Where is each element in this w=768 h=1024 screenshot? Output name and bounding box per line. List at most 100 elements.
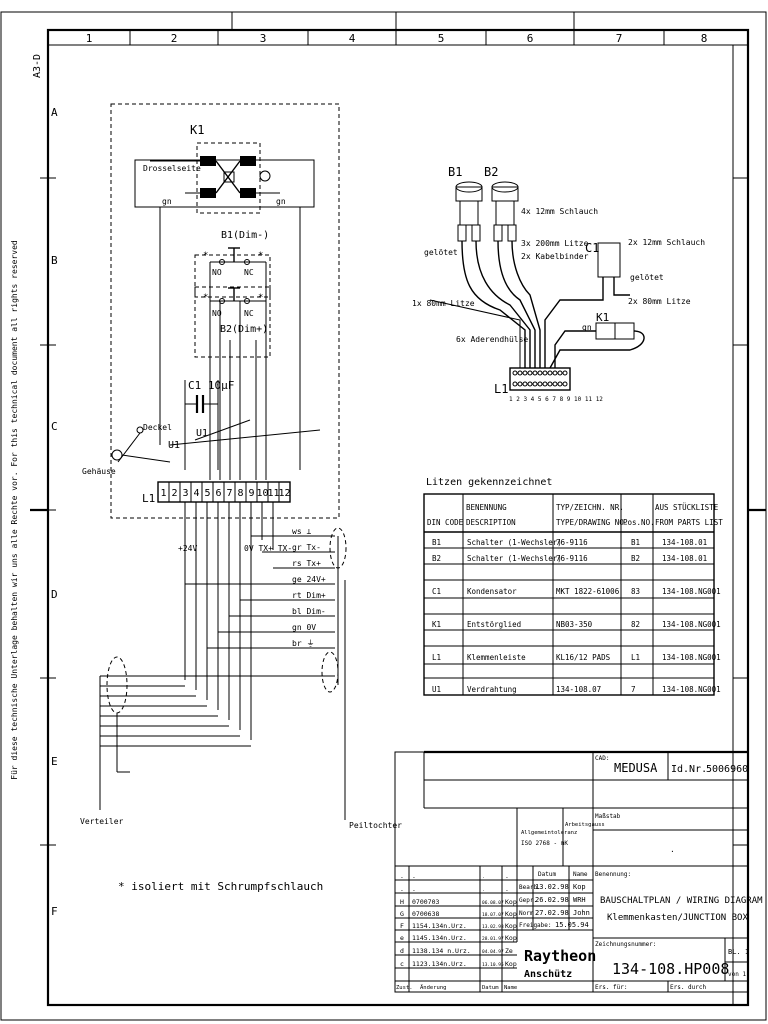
parts-cell-din: C1 — [432, 587, 441, 596]
parts-cell-pos: 7 — [631, 685, 636, 694]
wire-label: br ⏚ — [292, 639, 314, 648]
parts-table: Litzen gekennzeichnet DIN CODE BENENNUNG… — [423, 477, 723, 696]
parts-cell-type: 134-108.07 — [556, 685, 601, 694]
soldered-label: gelötet — [630, 273, 664, 282]
scale-value: . — [670, 845, 675, 854]
switch-b2-label: B2(Dim+) — [220, 324, 268, 335]
terminal-number: 3 — [182, 488, 188, 499]
terminal-number: 10 — [256, 488, 268, 499]
litze-label: 3x 200mm Litze — [521, 239, 589, 248]
row-label: B — [51, 254, 58, 267]
rev-datum-header: Datum — [482, 985, 499, 991]
norm-name: John — [573, 909, 590, 917]
wire-label: ws ⊥ — [292, 527, 311, 536]
freigabe-date: 15.05.94 — [555, 921, 589, 929]
header-typ: TYP/ZEICHN. NR. — [556, 503, 624, 512]
column-label: 1 — [86, 32, 93, 45]
parts-cell-pos: 83 — [631, 587, 640, 596]
drawing-title: BAUSCHALTPLAN / WIRING DIAGRAM — [600, 896, 763, 906]
replaced-by-label: Ers. durch — [670, 984, 707, 991]
row-labels: A B C D E F — [51, 106, 58, 918]
revision-cell-z: . — [400, 872, 404, 880]
parts-cell-desc: Schalter (1-Wechsler) — [467, 538, 562, 547]
parts-cell-din: K1 — [432, 620, 441, 629]
terminal-number: 5 — [204, 488, 210, 499]
revision-cell-a: . — [412, 885, 416, 893]
parts-cell-pos: B2 — [631, 554, 640, 563]
parts-cell-desc: Klemmenleiste — [467, 653, 526, 662]
revision-cell-n: . — [505, 885, 509, 893]
header-aus-stueckliste: AUS STÜCKLISTE — [655, 503, 719, 512]
wire-label: rs Tx+ — [292, 559, 321, 568]
revision-cell-n: Kop — [505, 922, 517, 930]
plus24v-label: +24V — [178, 544, 197, 553]
cad-label: CAD: — [595, 755, 609, 762]
revision-cell-n: . — [505, 872, 509, 880]
switch-b1-label: B1(Dim-) — [221, 230, 269, 241]
wire-gn-label: gn — [582, 323, 592, 332]
revision-cell-n: Kop — [505, 898, 517, 906]
drossel-label: Drosselseite — [143, 164, 201, 173]
right-diagram-labels: B1 B2 4x 12mm Schlauch 3x 200mm Litze 2x… — [412, 165, 705, 403]
revision-cell-z: e — [400, 934, 404, 942]
row-label: E — [51, 755, 58, 768]
kabelbinder-label: 2x Kabelbinder — [521, 252, 589, 261]
terminal-l1-label: L1 — [494, 382, 508, 396]
parts-cell-pos: B1 — [631, 538, 640, 547]
parts-cell-type: KL16/12 PADS — [556, 653, 611, 662]
parts-cell-list: 134-108.NG001 — [662, 653, 721, 662]
litze-label: 2x 80mm Litze — [628, 297, 691, 306]
parts-cell-desc: Kondensator — [467, 587, 517, 596]
terminal-number: 7 — [226, 488, 232, 499]
revision-cell-z: . — [400, 885, 404, 893]
parts-cell-type: 76-9116 — [556, 538, 588, 547]
parts-cell-type: 76-9116 — [556, 554, 588, 563]
revision-cell-z: d — [400, 947, 404, 955]
contact-nc-label: NC — [244, 309, 254, 318]
revision-cell-d: 06.08.07 — [482, 900, 504, 906]
benennung-label: Benennung: — [595, 871, 631, 878]
left-diagram-labels: K1 Drosselseite gn gn B1(Dim-) B2(Dim+) … — [80, 123, 402, 893]
litze-label: 1x 80mm Litze — [412, 299, 475, 308]
parts-cell-pos: L1 — [631, 653, 640, 662]
contact-no-label: NO — [212, 309, 222, 318]
switch-b2-label: B2 — [484, 165, 498, 179]
row-label: C — [51, 420, 58, 433]
terminal-pins-label: 1 2 3 4 5 6 7 8 9 10 11 12 — [509, 396, 603, 403]
column-label: 3 — [260, 32, 267, 45]
header-pos: Pos.NO. — [623, 518, 655, 527]
deckel-label: Deckel — [143, 423, 172, 432]
parts-cell-pos: 82 — [631, 620, 640, 629]
revision-cell-n: Ze — [505, 947, 513, 955]
wire-gn-label: gn — [162, 197, 172, 206]
header-type: TYPE/DRAWING NO. — [556, 518, 628, 527]
terminal-number: 2 — [171, 488, 177, 499]
column-labels: 1 2 3 4 5 6 7 8 — [86, 32, 708, 45]
drawing-number: 134-108.HP008 — [612, 960, 729, 978]
drawing-subtitle: Klemmenkasten/JUNCTION BOX — [607, 913, 748, 923]
revision-cell-a: . — [412, 872, 416, 880]
signal-label: 0V TX+ TX- — [244, 544, 292, 553]
insulated-marker: * — [258, 251, 263, 261]
sheet-total: von 1 — [728, 971, 746, 978]
rev-zust-header: Zust. — [396, 985, 413, 991]
parts-cell-list: 134-108.NG001 — [662, 685, 721, 694]
insulated-marker: * — [203, 293, 208, 303]
revision-cell-a: 1145.134n.Urz. — [412, 934, 467, 942]
revision-cell-a: 0700703 — [412, 898, 439, 906]
row-label: A — [51, 106, 58, 119]
terminal-block-l1: 1 2 3 4 5 6 7 8 9 10 11 12 — [157, 481, 291, 503]
bearb-label: Bearb. — [519, 884, 541, 891]
parts-cell-type: MKT 1822-61006 — [556, 587, 620, 596]
insulated-marker: * — [258, 293, 263, 303]
column-label: 8 — [701, 32, 708, 45]
parts-cell-desc: Verdrahtung — [467, 685, 517, 694]
revision-cell-d: 13.10.95 — [482, 962, 504, 968]
bearb-date: 13.02.98 — [535, 883, 569, 891]
aderend-label: 6x Aderendhülse — [456, 335, 528, 344]
drawing-number-label: Zeichnungsnummer: — [595, 941, 656, 948]
column-label: 5 — [438, 32, 445, 45]
company-name-sub: Anschütz — [524, 969, 572, 980]
title-block: CAD: MEDUSA Id.Nr. 5006960 Allgemeintole… — [394, 750, 763, 993]
capacitor-c1-label: C1 — [585, 241, 599, 255]
